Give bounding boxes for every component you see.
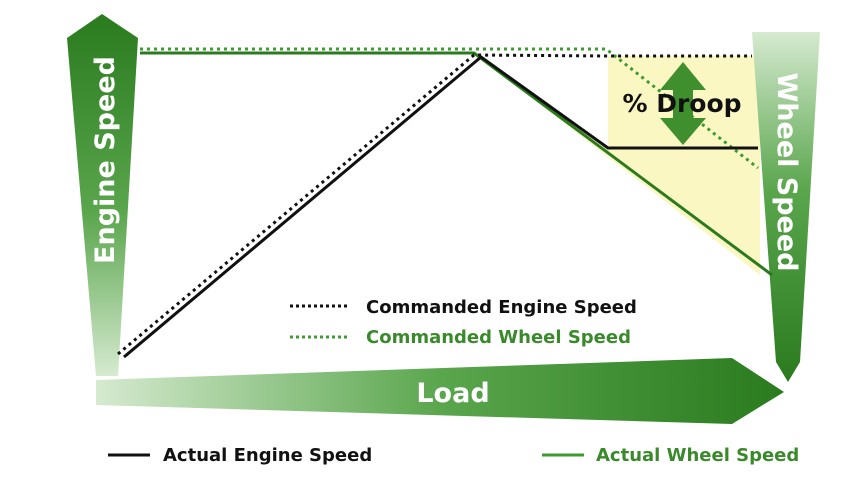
engine-speed-axis-arrow xyxy=(67,14,138,376)
legend-label-commanded-engine: Commanded Engine Speed xyxy=(366,297,637,318)
commanded-engine-speed-line xyxy=(117,53,752,356)
wheel-speed-axis-label: Wheel Speed xyxy=(771,72,802,271)
droop-label: % Droop xyxy=(622,89,741,118)
legend-label-actual-engine: Actual Engine Speed xyxy=(163,445,372,466)
load-axis-label: Load xyxy=(416,378,489,409)
droop-region-lower xyxy=(478,56,760,275)
legend-label-actual-wheel: Actual Wheel Speed xyxy=(596,445,799,466)
actual-wheel-speed-line xyxy=(140,51,773,277)
legend-label-commanded-wheel: Commanded Wheel Speed xyxy=(366,327,631,348)
droop-double-arrow-icon xyxy=(660,62,706,145)
commanded-wheel-speed-line xyxy=(140,47,759,170)
wheel-speed-axis-arrow xyxy=(752,32,820,382)
load-axis-arrow xyxy=(96,358,784,424)
engine-speed-axis-label: Engine Speed xyxy=(90,56,121,264)
actual-engine-speed-line xyxy=(123,55,758,359)
